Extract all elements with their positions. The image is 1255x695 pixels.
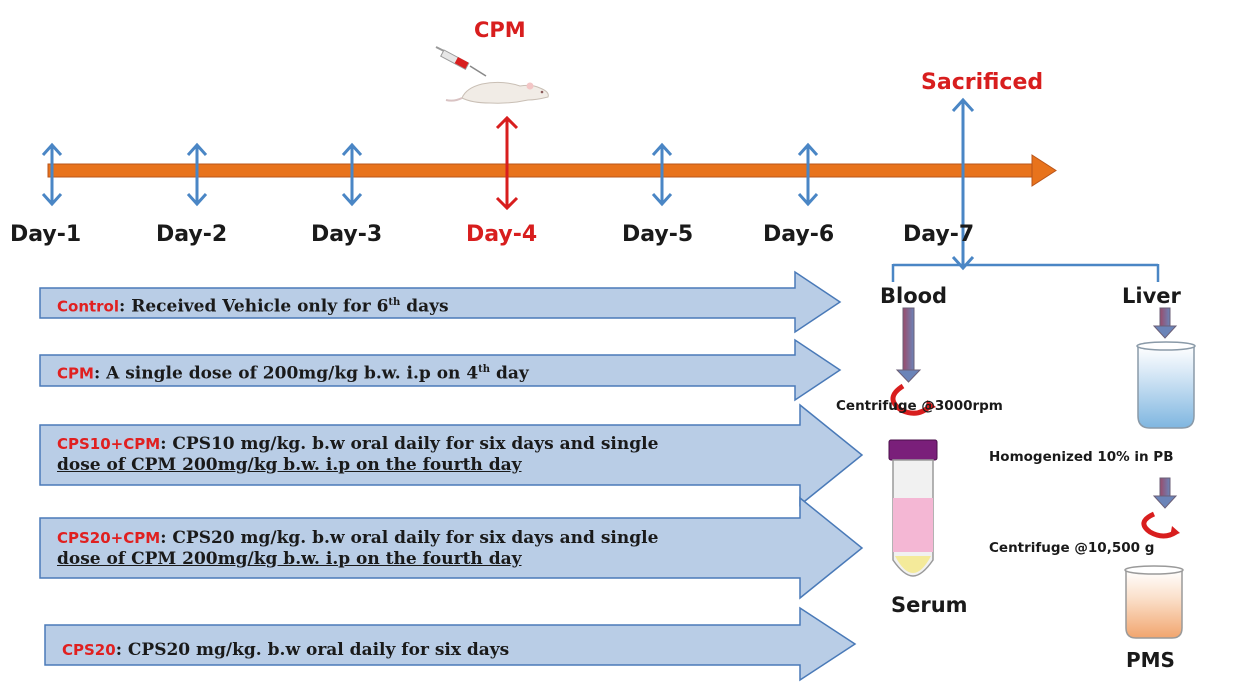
group-cps20-cpm-text: CPS20+CPM: CPS20 mg/kg. b.w oral daily f… xyxy=(57,528,659,569)
serum-tube-icon xyxy=(888,439,938,577)
blood-down-arrow xyxy=(895,307,922,383)
syringe-icon xyxy=(435,46,487,77)
group-arrow-control xyxy=(39,270,842,334)
homogenized-label: Homogenized 10% in PB xyxy=(989,449,1174,465)
group-arrow-cps20-cpm xyxy=(39,496,864,600)
liver-label: Liver xyxy=(1122,284,1181,308)
timeline-arrow xyxy=(47,154,1057,187)
day-4-tick xyxy=(495,115,519,211)
group-arrow-cpm xyxy=(39,338,842,402)
day-5-tick xyxy=(651,142,673,207)
cpm-event-label: CPM xyxy=(474,18,526,42)
day-1-tick xyxy=(41,142,63,207)
centrifuge-liver-label: Centrifuge @10,500 g xyxy=(989,540,1155,556)
sample-branch-bracket xyxy=(891,263,1160,282)
blood-label: Blood xyxy=(880,284,948,308)
day-6-tick xyxy=(797,142,819,207)
liver-down-arrow xyxy=(1152,307,1178,339)
centrifuge-swirl-icon xyxy=(890,383,936,416)
day-label-7: Day-7 xyxy=(903,222,975,247)
liver-tube-icon xyxy=(1136,341,1196,429)
day-label-2: Day-2 xyxy=(156,222,228,247)
day-ticks xyxy=(41,97,975,271)
day-7-tick xyxy=(951,97,975,271)
centrifuge-swirl-icon-liver xyxy=(1141,511,1180,539)
pms-tube-icon xyxy=(1124,565,1184,639)
group-cps10-cpm-text: CPS10+CPM: CPS10 mg/kg. b.w oral daily f… xyxy=(57,434,659,475)
group-cpm-text: CPM: A single dose of 200mg/kg b.w. i.p … xyxy=(57,363,529,384)
group-cps20-text: CPS20: CPS20 mg/kg. b.w oral daily for s… xyxy=(62,640,510,660)
pms-label: PMS xyxy=(1126,648,1175,672)
day-label-1: Day-1 xyxy=(10,222,82,247)
day-2-tick xyxy=(186,142,208,207)
day-label-5: Day-5 xyxy=(622,222,694,247)
group-arrow-cps10-cpm xyxy=(39,403,864,507)
group-control-text: Control: Received Vehicle only for 6th d… xyxy=(57,296,449,317)
day-label-4: Day-4 xyxy=(466,222,538,247)
centrifuge-blood-label: Centrifuge @3000rpm xyxy=(836,398,1003,414)
homogenate-down-arrow xyxy=(1152,477,1178,509)
serum-label: Serum xyxy=(891,593,968,617)
rat-icon xyxy=(445,81,549,104)
sacrificed-label: Sacrificed xyxy=(921,70,1044,95)
day-3-tick xyxy=(341,142,363,207)
group-arrows xyxy=(39,270,864,682)
day-label-6: Day-6 xyxy=(763,222,835,247)
group-arrow-cps20 xyxy=(44,606,857,682)
down-arrows xyxy=(895,307,1178,509)
day-label-3: Day-3 xyxy=(311,222,383,247)
